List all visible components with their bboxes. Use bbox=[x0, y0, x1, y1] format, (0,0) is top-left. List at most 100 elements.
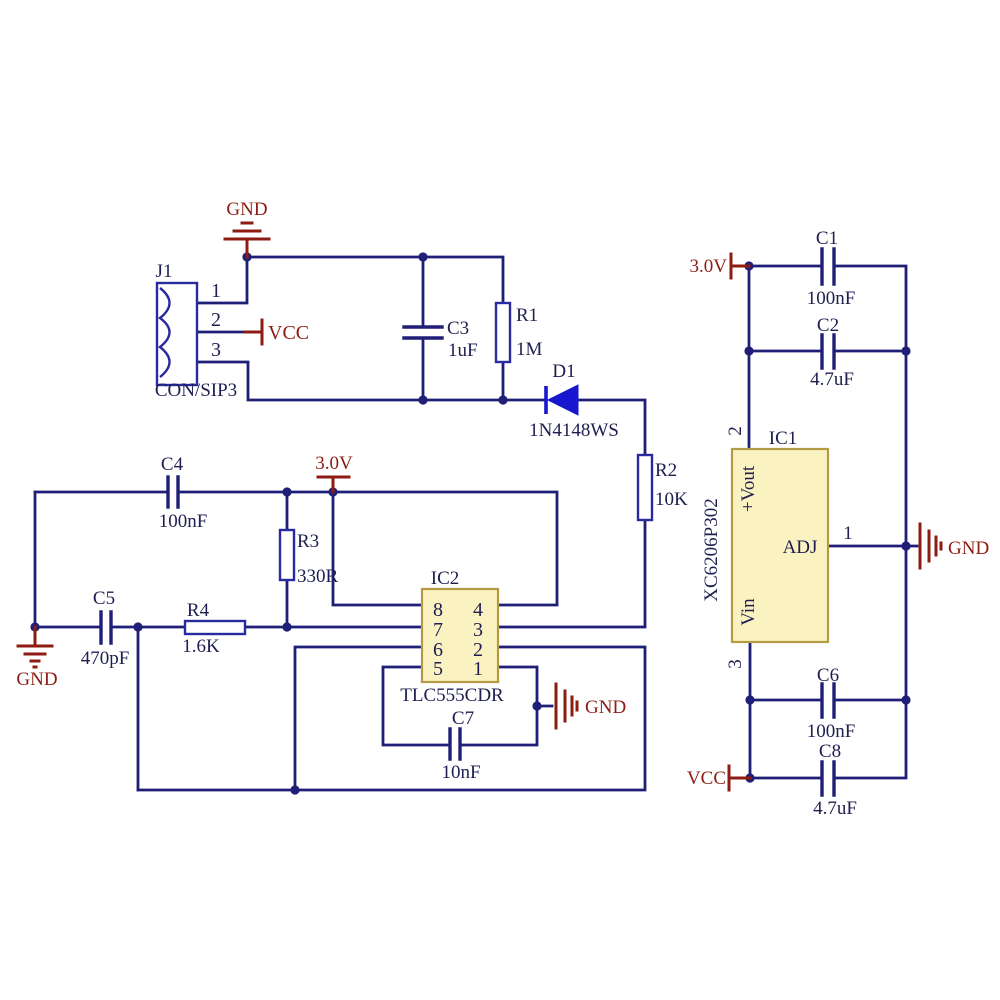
ic1-ref: IC1 bbox=[769, 428, 798, 449]
capacitor-c7: C7 10nF bbox=[441, 708, 480, 783]
ic1-adj-label: ADJ bbox=[783, 537, 818, 558]
vcc-label-j1: VCC bbox=[268, 322, 309, 344]
rail-3v0-label-mid: 3.0V bbox=[315, 453, 353, 474]
ic2-pin2-number: 2 bbox=[473, 639, 483, 661]
c2-value: 4.7uF bbox=[810, 369, 854, 390]
c1-ref: C1 bbox=[816, 228, 838, 249]
c2-plates bbox=[820, 333, 836, 370]
capacitor-c5: C5 470pF bbox=[81, 588, 130, 669]
r4-value: 1.6K bbox=[182, 636, 220, 657]
r3-value: 330R bbox=[297, 566, 339, 587]
c3-plates bbox=[402, 325, 444, 340]
c6-plates bbox=[820, 682, 836, 719]
c4-ref: C4 bbox=[161, 454, 184, 475]
gnd-label-left: GND bbox=[16, 669, 57, 690]
capacitor-c4: C4 100nF bbox=[159, 454, 208, 532]
vcc-flag-bottom: VCC bbox=[687, 764, 752, 792]
gnd-label-555: GND bbox=[585, 697, 626, 718]
j1-value: CON/SIP3 bbox=[155, 380, 237, 401]
ic2-pin8-number: 8 bbox=[433, 599, 443, 621]
c7-plates bbox=[448, 727, 462, 761]
resistor-r4: R4 1.6K bbox=[182, 600, 247, 657]
gnd-symbol-left: GND bbox=[16, 625, 58, 690]
d1-triangle bbox=[546, 384, 579, 416]
net-c7-loop bbox=[381, 665, 554, 747]
j1-pin2-number: 2 bbox=[211, 309, 221, 331]
c4-plates bbox=[166, 475, 180, 509]
rail-3v0-label-right: 3.0V bbox=[690, 256, 728, 277]
c5-value: 470pF bbox=[81, 648, 130, 669]
j1-pin1-number: 1 bbox=[211, 280, 221, 302]
c1-plates bbox=[820, 247, 836, 286]
j1-ref: J1 bbox=[156, 261, 173, 282]
resistor-r2: R2 10K bbox=[636, 453, 688, 522]
c3-value: 1uF bbox=[448, 340, 478, 361]
r4-body bbox=[183, 619, 247, 636]
vcc-flag-j1: VCC bbox=[243, 318, 309, 346]
ic2-pin7-number: 7 bbox=[433, 619, 443, 641]
ic2-timer: IC2 8 7 6 5 4 3 2 1 TLC555CDR bbox=[400, 568, 504, 706]
r4-ref: R4 bbox=[187, 600, 210, 621]
ic1-regulator: IC1 2 +Vout XC6206P302 ADJ 1 Vin 3 bbox=[701, 426, 853, 669]
ic2-pin6-number: 6 bbox=[433, 639, 443, 661]
capacitor-c8: C8 4.7uF bbox=[813, 741, 857, 819]
r3-body bbox=[278, 528, 296, 582]
ic1-body bbox=[730, 447, 830, 644]
gnd-label-top: GND bbox=[226, 199, 267, 220]
r2-value: 10K bbox=[655, 489, 688, 510]
net-ground-row bbox=[33, 490, 424, 792]
ic2-ref: IC2 bbox=[431, 568, 460, 589]
ic1-pin1-number: 1 bbox=[843, 523, 853, 544]
r1-body bbox=[494, 301, 512, 364]
c3-ref: C3 bbox=[447, 318, 469, 339]
c4-value: 100nF bbox=[159, 511, 208, 532]
c1-value: 100nF bbox=[807, 288, 856, 309]
c7-ref: C7 bbox=[452, 708, 474, 729]
c8-value: 4.7uF bbox=[813, 798, 857, 819]
ic1-vout-label: +Vout bbox=[738, 465, 759, 512]
net-top-left bbox=[195, 255, 548, 402]
ic2-pin4-number: 4 bbox=[473, 599, 483, 621]
j1-body bbox=[155, 281, 199, 387]
ic2-pin3-number: 3 bbox=[473, 619, 483, 641]
net-regulator-rails bbox=[747, 264, 919, 780]
vcc-label-bottom: VCC bbox=[687, 768, 726, 789]
c8-plates bbox=[820, 760, 836, 797]
gnd-symbol-top: GND bbox=[223, 199, 271, 259]
c8-ref: C8 bbox=[819, 741, 841, 762]
resistor-r3: R3 330R bbox=[278, 528, 339, 587]
r2-ref: R2 bbox=[655, 460, 677, 481]
ic2-body bbox=[420, 587, 500, 684]
c5-ref: C5 bbox=[93, 588, 115, 609]
r1-value: 1M bbox=[516, 339, 543, 360]
j1-pin3-number: 3 bbox=[211, 339, 221, 361]
r3-ref: R3 bbox=[297, 531, 319, 552]
ic1-pin2-number: 2 bbox=[725, 426, 746, 436]
capacitor-c6: C6 100nF bbox=[807, 665, 856, 742]
power-flag-3v0-right: 3.0V bbox=[690, 252, 751, 280]
net-diode-r2 bbox=[496, 398, 647, 629]
ic1-part: XC6206P302 bbox=[701, 498, 722, 601]
c6-ref: C6 bbox=[817, 665, 839, 686]
ic2-part: TLC555CDR bbox=[400, 685, 504, 706]
c5-plates bbox=[99, 610, 113, 645]
resistor-r1: R1 1M bbox=[494, 301, 543, 364]
gnd-symbol-555: GND bbox=[554, 682, 626, 730]
d1-value: 1N4148WS bbox=[529, 420, 619, 441]
diode-d1: D1 1N4148WS bbox=[529, 361, 619, 441]
c7-value: 10nF bbox=[441, 762, 480, 783]
capacitor-c3: C3 1uF bbox=[402, 318, 478, 361]
c6-value: 100nF bbox=[807, 721, 856, 742]
ic2-pin5-number: 5 bbox=[433, 658, 443, 680]
capacitor-c1: C1 100nF bbox=[807, 228, 856, 309]
r2-body bbox=[636, 453, 654, 522]
d1-ref: D1 bbox=[552, 361, 575, 382]
j1-pin-arcs bbox=[158, 287, 171, 378]
net-3v0-rail bbox=[33, 490, 559, 607]
c2-ref: C2 bbox=[817, 315, 839, 336]
power-flag-3v0-mid: 3.0V bbox=[315, 453, 353, 494]
junction-dots bbox=[30, 252, 911, 795]
gnd-label-right: GND bbox=[948, 538, 989, 559]
ic1-pin3-number: 3 bbox=[725, 659, 746, 669]
